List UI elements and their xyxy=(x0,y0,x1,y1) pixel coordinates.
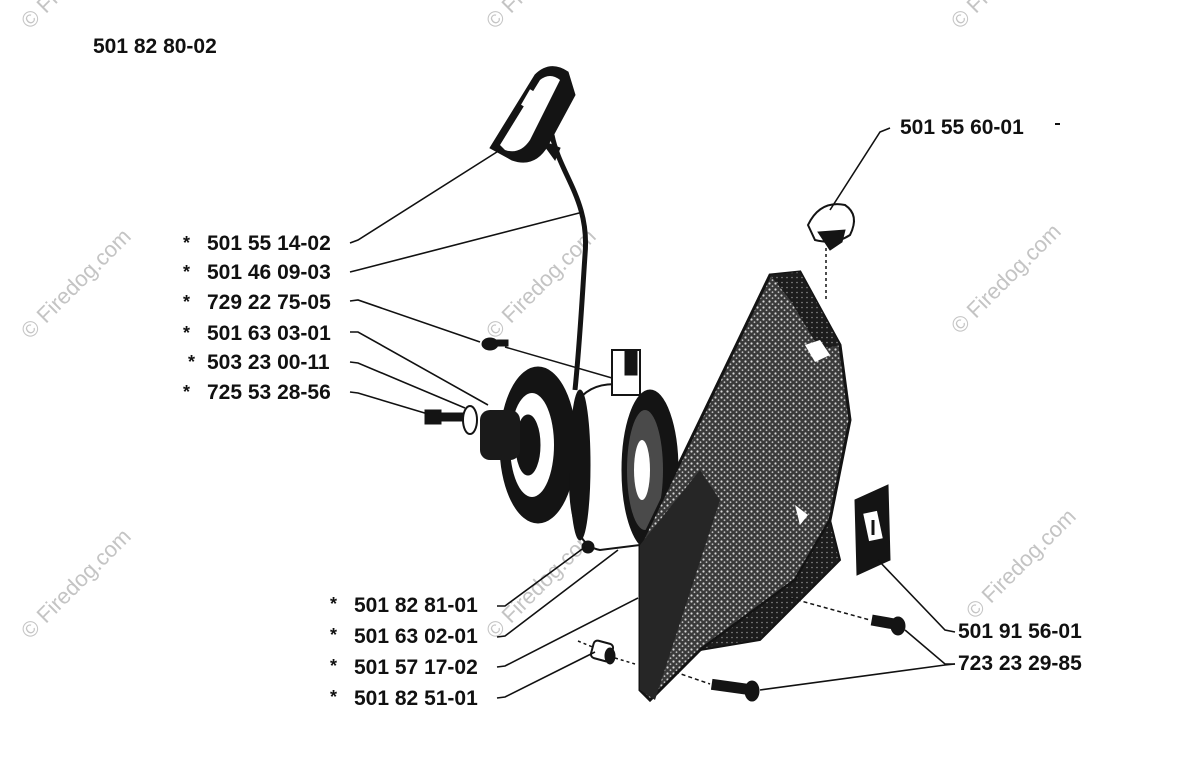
part-label-knob: 501 55 60-01 xyxy=(900,116,1024,139)
part-label-handle: 501 55 14-02 xyxy=(207,232,331,255)
watermark: © Firedog.com xyxy=(946,219,1066,339)
part-label-bolt: 725 53 28-56 xyxy=(207,381,331,404)
leader-line xyxy=(904,629,955,665)
screw-small xyxy=(481,337,509,351)
leader-line xyxy=(349,211,584,273)
part-label-plate: 501 91 56-01 xyxy=(958,620,1082,643)
leader-line xyxy=(349,149,501,244)
leader-line xyxy=(496,651,596,699)
part-label-screw: 729 22 75-05 xyxy=(207,291,331,314)
part-label-rope: 501 46 09-03 xyxy=(207,261,331,284)
leader-line xyxy=(349,361,466,409)
leader-line xyxy=(350,331,489,406)
bottom-callouts: * 501 82 81-01 * 501 63 02-01 * 501 57 1… xyxy=(330,546,639,710)
spring-housing xyxy=(568,349,641,554)
washer xyxy=(462,405,478,435)
rope-pulley xyxy=(480,366,577,524)
bushing xyxy=(577,639,636,665)
mounting-plate xyxy=(854,484,891,576)
part-marker: * xyxy=(183,382,190,402)
leader-line xyxy=(497,546,586,607)
part-marker: * xyxy=(188,352,195,372)
part-marker: * xyxy=(183,292,190,312)
starter-cover xyxy=(638,270,852,703)
leader-line xyxy=(759,663,956,691)
watermark: © Firedog.com xyxy=(946,0,1066,34)
starter-illustration xyxy=(424,66,906,703)
part-marker: * xyxy=(183,233,190,253)
part-marker: * xyxy=(183,323,190,343)
assembly-number: 501 82 80-02 xyxy=(93,35,217,58)
leader-line xyxy=(877,559,956,633)
leader-line xyxy=(829,127,891,211)
part-marker: * xyxy=(183,262,190,282)
watermark: © Firedog.com xyxy=(16,524,136,644)
starter-rope xyxy=(549,134,589,391)
part-marker: * xyxy=(330,594,337,614)
cover-screw xyxy=(870,614,906,636)
bolt xyxy=(424,409,465,425)
left-callouts: * 501 55 14-02 * 501 46 09-03 * 729 22 7… xyxy=(183,149,584,415)
part-marker: * xyxy=(330,656,337,676)
part-label-bushing: 501 82 51-01 xyxy=(354,687,478,710)
watermark: © Firedog.com xyxy=(961,504,1081,624)
part-label-pulley: 501 63 03-01 xyxy=(207,322,331,345)
leader-line xyxy=(349,391,429,415)
leader-line xyxy=(349,299,481,343)
right-callouts: 501 55 60-01 501 91 56-01 723 23 29-85 xyxy=(759,116,1082,691)
watermark: © Firedog.com xyxy=(16,224,136,344)
part-label-washer: 503 23 00-11 xyxy=(207,351,330,374)
leader-line xyxy=(496,597,639,668)
part-marker: * xyxy=(330,687,337,707)
starter-handle xyxy=(489,66,576,163)
part-label-spring: 501 63 02-01 xyxy=(354,625,478,648)
cover-screw xyxy=(710,678,760,702)
part-marker: * xyxy=(330,625,337,645)
part-label-cover: 501 57 17-02 xyxy=(354,656,478,679)
leader-line xyxy=(496,549,619,638)
watermark: © Firedog.com xyxy=(481,0,601,34)
part-label-housing: 501 82 81-01 xyxy=(354,594,478,617)
decompression-knob xyxy=(806,203,855,300)
watermark: © Firedog.com xyxy=(16,0,136,34)
part-label-screw: 723 23 29-85 xyxy=(958,652,1082,675)
